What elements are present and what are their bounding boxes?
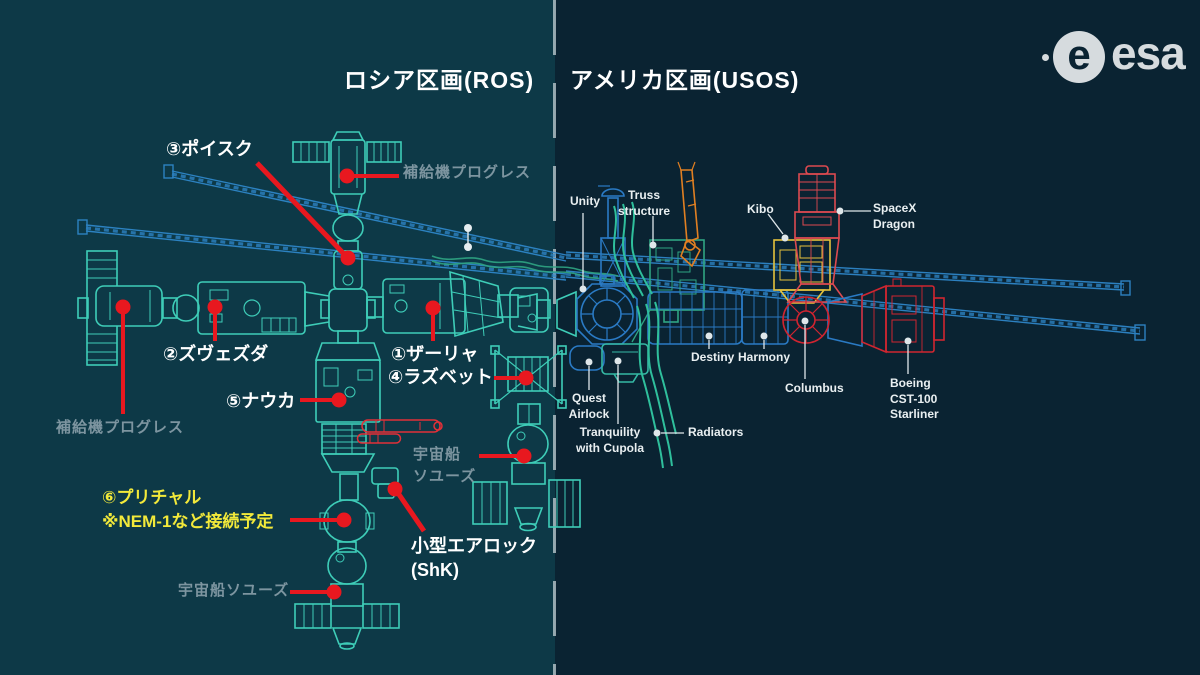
esa-logo-e: e xyxy=(1067,31,1091,78)
harmony-module xyxy=(741,289,789,345)
annotations-red xyxy=(115,161,534,600)
dot-columbus xyxy=(801,317,809,325)
label-truss-structure: Truss structure xyxy=(617,188,670,218)
dot-boeing xyxy=(904,337,912,345)
kibo-module xyxy=(773,239,831,304)
dot-kibo xyxy=(781,234,789,242)
label-progress-top: 補給機プログレス xyxy=(403,164,532,181)
dot-nauka xyxy=(331,392,347,408)
dot-dragon xyxy=(836,207,844,215)
dot-zvezda xyxy=(207,299,223,315)
label-nauka: ⑤ナウカ xyxy=(226,391,296,411)
dot-zarya xyxy=(425,300,441,316)
label-unity: Unity xyxy=(570,194,600,208)
usos-segment xyxy=(556,161,945,469)
annotations-white xyxy=(579,207,912,437)
dot-radiators xyxy=(653,429,661,437)
esa-logo-circle-icon: e xyxy=(1053,31,1105,83)
label-rassvet: ④ラズベット xyxy=(388,367,493,387)
label-radiators: Radiators xyxy=(688,425,744,439)
z1-truss-mast xyxy=(598,185,626,287)
dot-soyuz-right xyxy=(516,448,532,464)
dot-quest xyxy=(585,358,593,366)
label-harmony: Harmony xyxy=(738,350,791,364)
esa-logo: e esa xyxy=(1042,27,1186,84)
umbilical-cable xyxy=(431,255,619,282)
dot-progress-top xyxy=(339,168,355,184)
radiators xyxy=(613,201,677,469)
dot-rassvet xyxy=(518,370,534,386)
dot-unity xyxy=(579,285,587,293)
columbus-module xyxy=(782,296,830,344)
esa-wordmark: esa xyxy=(1111,27,1186,79)
soyuz-bottom-module xyxy=(294,541,400,650)
dot-progress-left xyxy=(115,299,131,315)
esa-logo-dot-icon xyxy=(1042,53,1049,61)
label-soyuz-bottom: 宇宙船ソユーズ xyxy=(178,582,290,599)
label-shk-airlock: 小型エアロック (ShK) xyxy=(411,536,537,581)
label-boeing-starliner: Boeing CST-100 Starliner xyxy=(890,376,939,422)
pma-adapter xyxy=(556,290,577,338)
label-zarya: ①ザーリャ xyxy=(391,344,479,364)
starliner-module xyxy=(861,278,945,354)
label-prichal: ⑥プリチャル ※NEM-1など接続予定 xyxy=(102,488,274,531)
usos-background xyxy=(555,0,1200,675)
ros-background xyxy=(0,0,555,675)
soyuz-right-module xyxy=(472,403,581,532)
rassvet-module xyxy=(490,287,567,409)
ros-segment xyxy=(77,131,581,650)
nauka-module xyxy=(314,330,382,473)
label-progress-left: 補給機プログレス xyxy=(56,419,185,436)
dot-harmony xyxy=(760,332,768,340)
dragon-module xyxy=(786,165,848,303)
label-tranquility: Tranquility with Cupola xyxy=(576,425,644,455)
era-robotic-arm xyxy=(356,419,443,444)
label-destiny: Destiny xyxy=(691,350,735,364)
header-ros: ロシア区画(ROS) xyxy=(344,67,535,93)
dot-soyuz-bottom xyxy=(326,584,342,600)
dot-shk xyxy=(387,481,403,497)
quest-airlock-module xyxy=(569,345,605,371)
label-columbus: Columbus xyxy=(785,381,844,395)
boom-connector-dots xyxy=(464,224,472,251)
label-poisk: ③ポイスク xyxy=(166,139,253,159)
crane-arm xyxy=(677,161,702,268)
dot-destiny xyxy=(705,332,713,340)
label-soyuz-right: 宇宙船 ソユーズ xyxy=(413,446,477,485)
dot-tranquility xyxy=(614,357,622,365)
dot-prichal xyxy=(336,512,352,528)
header-usos: アメリカ区画(USOS) xyxy=(570,67,800,93)
label-quest-airlock: Quest Airlock xyxy=(568,391,610,421)
label-spacex-dragon: SpaceX Dragon xyxy=(873,201,917,231)
dot-poisk xyxy=(340,250,356,266)
label-zvezda: ②ズヴェズダ xyxy=(163,344,269,364)
label-kibo: Kibo xyxy=(747,202,774,216)
dot-truss xyxy=(649,241,657,249)
